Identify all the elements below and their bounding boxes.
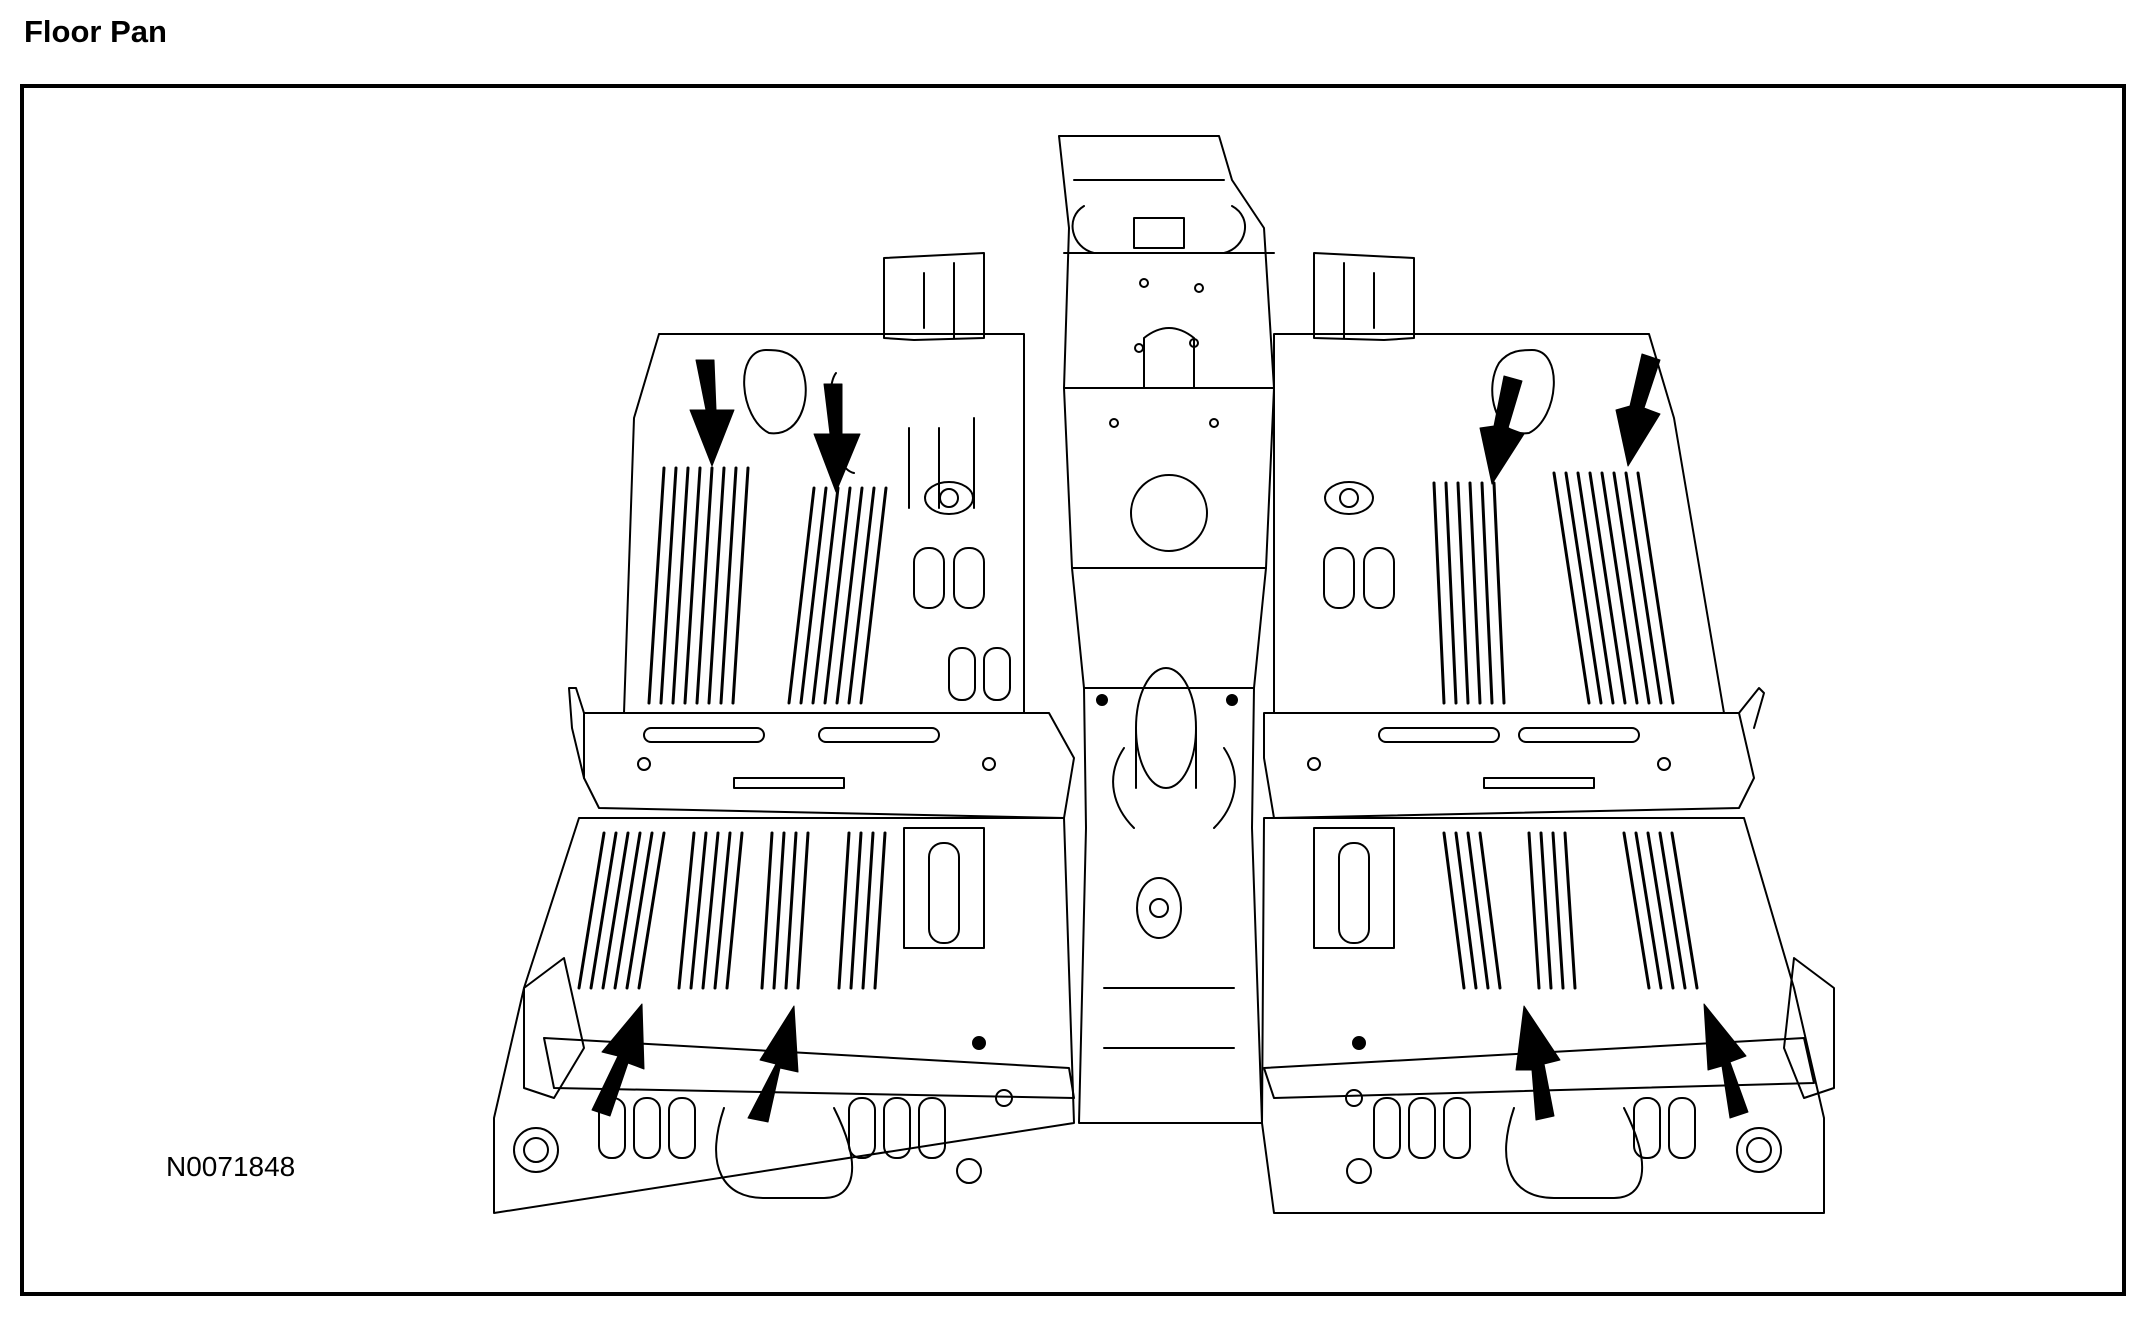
floor-pan-drawing [493,135,1835,1214]
fastener-dots [972,694,1366,1050]
arrow-up-1 [591,1003,645,1117]
arrow-down-4 [1615,353,1661,467]
rear-ribs-left [577,831,887,990]
front-ribs-right-outer [1552,471,1675,705]
right-rear-floor [1261,817,1825,1214]
front-ribs-left-inner [787,486,888,705]
front-callout-arrows [689,353,1661,493]
figure-id: N0071848 [166,1151,296,1182]
arrow-up-2 [747,1005,799,1123]
diagram-frame [20,84,2126,1296]
left-rear-floor [493,817,1075,1214]
left-cross-member [568,687,1075,819]
left-front-brackets [883,252,985,515]
rear-seat-brackets [523,957,1835,1107]
rear-callout-arrows [591,1003,1749,1123]
arrow-up-4 [1703,1003,1749,1119]
page-title: Floor Pan [24,14,167,49]
front-ribs-right-inner [1432,481,1506,705]
front-ribs-left-outer [647,466,750,705]
right-front-floor [1273,333,1725,714]
rear-ribs-right [1442,831,1699,990]
arrow-down-2 [813,383,861,493]
center-tunnel [1058,135,1275,1124]
arrow-down-1 [689,359,735,467]
arrow-down-3 [1479,375,1525,485]
right-cross-member [1263,687,1765,819]
arrow-up-3 [1515,1005,1561,1121]
right-front-brackets [1313,252,1415,515]
